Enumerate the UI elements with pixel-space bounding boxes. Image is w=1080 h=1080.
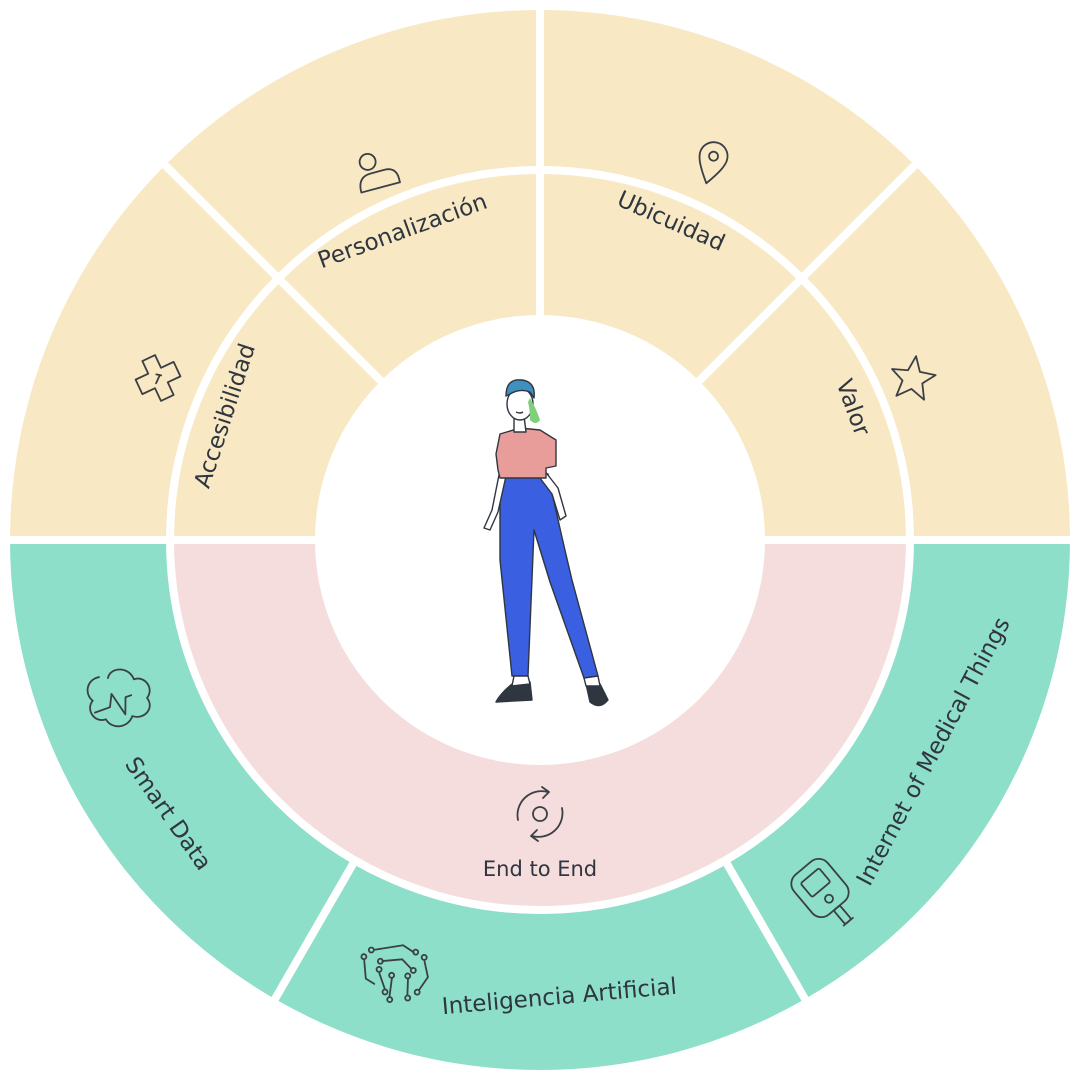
segment-accesibilidad [9,165,381,540]
brain-pulse-icon [86,668,151,728]
star-icon [891,355,937,401]
standing-person-illustration [483,379,609,707]
segment-valor [699,165,1070,540]
circuit-icon [360,944,429,1003]
cycle-icon [516,786,564,842]
segment-internet-of-medical-things [725,540,1070,999]
segment-smart-data [10,540,355,999]
top-segments [9,9,1070,540]
segment-ubicuidad [540,9,915,381]
location-pin-icon [698,141,729,185]
inner-ring-end-to-end [170,540,910,910]
user-icon [358,152,401,194]
segment-personalizacion [165,10,540,381]
bottom-segments [10,540,1070,1071]
segment-inteligencia-artificial [275,860,805,1071]
label-end-to-end: End to End [483,857,597,881]
glucose-meter-icon [790,857,854,927]
medical-cross-icon [134,354,182,402]
